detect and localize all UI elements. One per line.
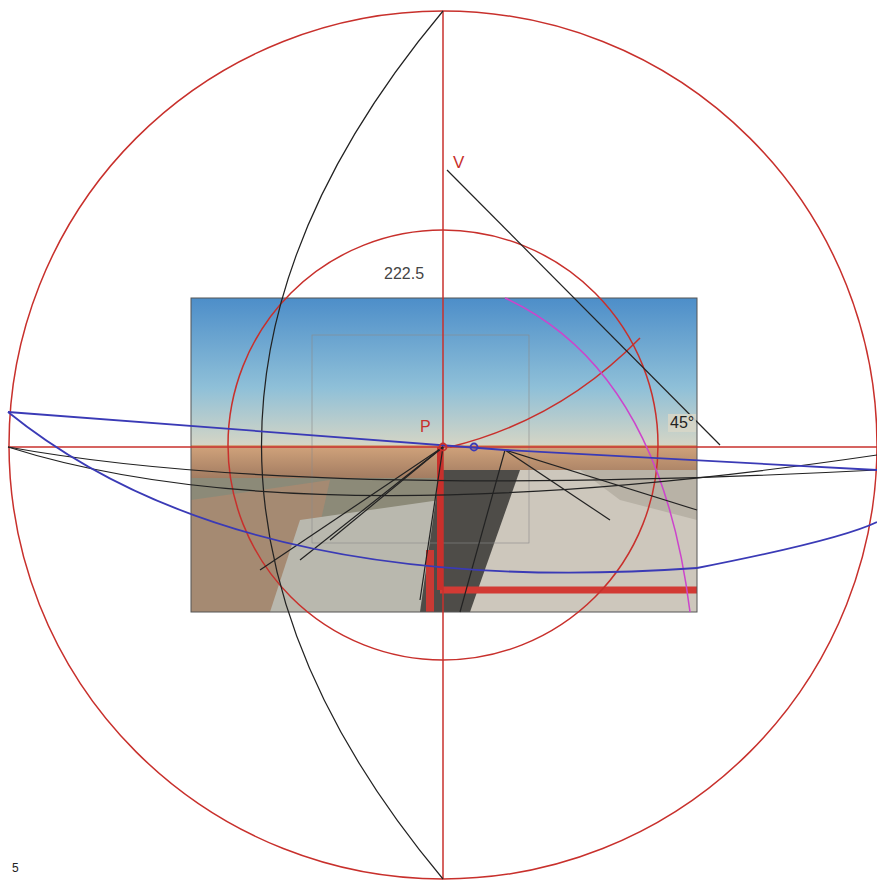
black-construction xyxy=(8,11,877,879)
point-label: V xyxy=(451,154,466,173)
dimension: 222.5 xyxy=(382,265,426,283)
blue-construction xyxy=(8,412,877,573)
point-label: P xyxy=(418,418,433,436)
red-construction xyxy=(8,11,877,879)
angle-label: 45° xyxy=(668,414,696,432)
figure-number: 5 xyxy=(10,862,21,875)
